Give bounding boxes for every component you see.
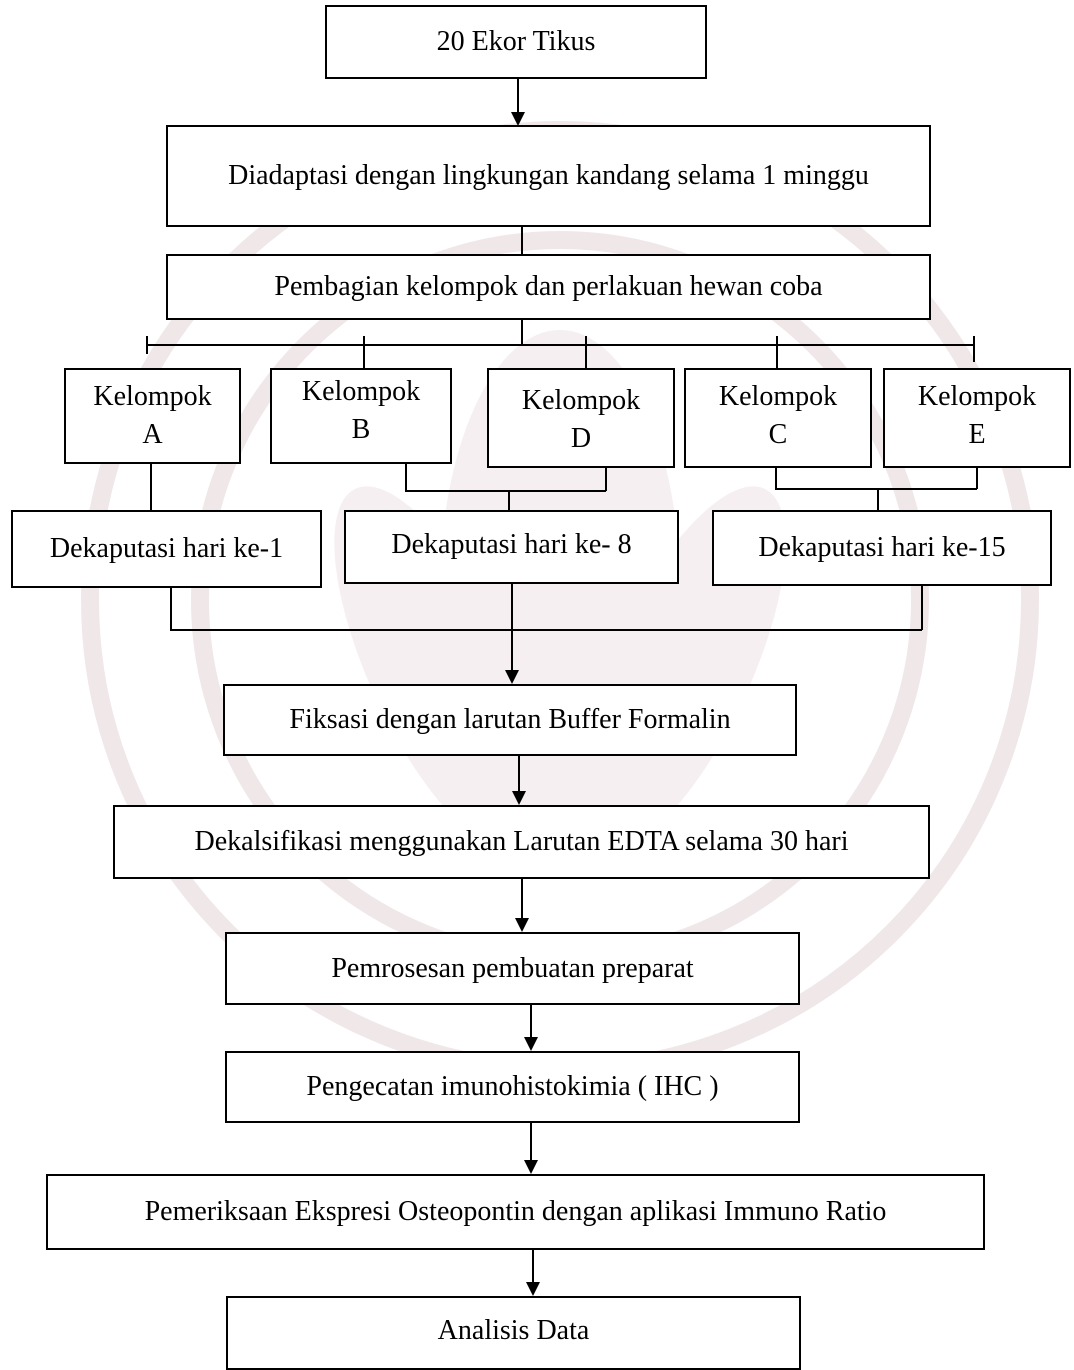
group-letter: C — [768, 418, 788, 450]
connector-line — [532, 1250, 534, 1282]
step-pembagian-kelompok-text: Pembagian kelompok dan perlakuan hewan c… — [274, 271, 823, 303]
connector-arrow — [526, 1282, 540, 1296]
branch-tick — [146, 336, 148, 354]
group-label: Kelompok — [917, 381, 1037, 412]
decap-box-day-8: Dekaputasi hari ke- 8 — [344, 510, 679, 584]
step-pemeriksaan-osteopontin: Pemeriksaan Ekspresi Osteopontin dengan … — [46, 1174, 985, 1250]
connector-line — [976, 468, 978, 489]
connector-line — [877, 488, 879, 510]
branch-drop — [776, 336, 778, 368]
step-20-ekor-tikus: 20 Ekor Tikus — [325, 5, 707, 79]
connector-arrow — [515, 918, 529, 932]
connector-line — [921, 586, 923, 630]
connector-line — [530, 1005, 532, 1037]
connector-arrow — [524, 1037, 538, 1051]
connector-arrow — [512, 791, 526, 805]
group-label: Kelompok — [93, 381, 212, 412]
connector-line — [521, 227, 523, 254]
step-analisis-data-text: Analisis Data — [437, 1315, 590, 1346]
step-pemeriksaan-osteopontin-text: Pemeriksaan Ekspresi Osteopontin dengan … — [144, 1196, 887, 1228]
connector-line — [521, 879, 523, 918]
step-dekalsifikasi-text: Dekalsifikasi menggunakan Larutan EDTA s… — [194, 826, 849, 858]
decap-text: Dekaputasi hari ke- 8 — [391, 529, 632, 560]
step-dekalsifikasi: Dekalsifikasi menggunakan Larutan EDTA s… — [113, 805, 930, 879]
step-pengecatan-ihc: Pengecatan imunohistokimia ( IHC ) — [225, 1051, 800, 1123]
step-pembagian-kelompok: Pembagian kelompok dan perlakuan hewan c… — [166, 254, 931, 320]
connector-line — [517, 79, 519, 113]
group-letter: A — [142, 418, 163, 450]
step-adaptasi: Diadaptasi dengan lingkungan kandang sel… — [166, 125, 931, 227]
connector-line — [511, 584, 513, 670]
group-letter: B — [351, 413, 371, 445]
group-label: Kelompok — [521, 385, 641, 416]
connector-arrow — [524, 1160, 538, 1174]
connector-line — [508, 490, 510, 510]
decap-text: Dekaputasi hari ke-15 — [758, 532, 1006, 564]
decap-text: Dekaputasi hari ke-1 — [49, 533, 284, 565]
step-analisis-data: Analisis Data — [226, 1296, 801, 1370]
connector-line — [775, 468, 777, 489]
connector-arrow — [505, 670, 519, 684]
group-label: Kelompok — [718, 381, 838, 412]
branch-drop — [363, 336, 365, 368]
step-fiksasi: Fiksasi dengan larutan Buffer Formalin — [223, 684, 797, 756]
step-adaptasi-text: Diadaptasi dengan lingkungan kandang sel… — [228, 160, 869, 192]
connector-line — [405, 464, 407, 491]
step-pengecatan-ihc-text: Pengecatan imunohistokimia ( IHC ) — [306, 1071, 719, 1103]
connector-line — [405, 490, 606, 492]
step-fiksasi-text: Fiksasi dengan larutan Buffer Formalin — [289, 704, 731, 736]
connector-line — [775, 488, 977, 490]
step-pemrosesan-preparat: Pemrosesan pembuatan preparat — [225, 932, 800, 1005]
connector-arrow — [511, 112, 525, 126]
group-letter: D — [570, 422, 592, 454]
group-letter: E — [968, 418, 986, 450]
branch-tick — [973, 336, 975, 362]
connector-line — [521, 320, 523, 344]
group-label: Kelompok — [301, 376, 421, 407]
branch-line — [146, 344, 974, 346]
connector-line — [150, 464, 152, 510]
connector-line — [518, 756, 520, 791]
branch-drop — [585, 336, 587, 368]
step-pemrosesan-preparat-text: Pemrosesan pembuatan preparat — [331, 952, 694, 984]
connector-line — [605, 468, 607, 491]
connector-line — [530, 1123, 532, 1160]
decap-box-day-15: Dekaputasi hari ke-15 — [712, 510, 1052, 586]
connector-line — [170, 629, 922, 631]
step-20-ekor-tikus-text: 20 Ekor Tikus — [436, 26, 596, 58]
decap-box-day-1: Dekaputasi hari ke-1 — [11, 510, 322, 588]
connector-line — [170, 588, 172, 630]
